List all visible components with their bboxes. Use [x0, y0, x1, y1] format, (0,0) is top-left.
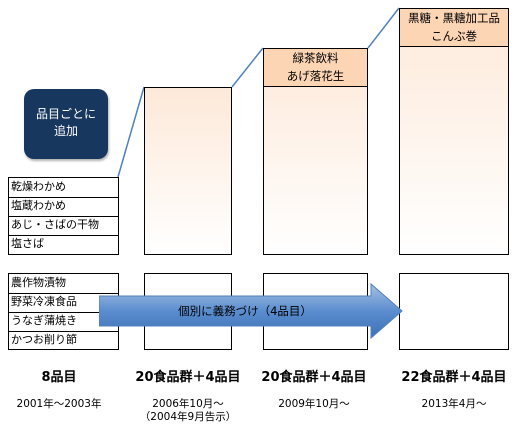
- column-label: 22食品群＋4品目: [401, 370, 507, 385]
- added-item: 緑茶飲料: [292, 51, 339, 65]
- list-item: あじ・さばの干物: [9, 216, 118, 236]
- connector-line-3: [367, 7, 400, 49]
- added-items-2013: 黒糖・黒糖加工品 こんぶ巻: [400, 9, 508, 47]
- list-item: うなぎ蒲焼き: [9, 312, 118, 332]
- item-list-1: 乾燥わかめ 塩蔵わかめ あじ・さばの干物 塩さば: [8, 177, 119, 255]
- column-date: 2006年10月～: [152, 398, 224, 410]
- column-date-note: （2004年9月告示）: [139, 411, 237, 423]
- list-item: かつお削り節: [11, 333, 77, 346]
- connector-line-1: [117, 86, 145, 178]
- column-date: 2013年4月～: [421, 398, 487, 410]
- item-box-2013: [399, 273, 509, 350]
- mandate-arrow: [99, 282, 403, 340]
- food-group-box-2006: [144, 87, 232, 255]
- list-item: 乾燥わかめ: [9, 178, 118, 198]
- callout-box: 品目ごとに 追加: [24, 89, 108, 159]
- list-item: 野菜冷凍食品: [9, 293, 118, 313]
- column-label: 20食品群＋4品目: [261, 370, 367, 385]
- column-date: 2001年～2003年: [16, 398, 102, 410]
- column-label: 20食品群＋4品目: [135, 370, 241, 385]
- added-item: こんぶ巻: [431, 29, 477, 43]
- added-items-2009: 緑茶飲料 あげ落花生: [264, 49, 367, 87]
- food-group-box-2013: [399, 8, 509, 255]
- column-date: 2009年10月～: [278, 398, 350, 410]
- column-label: 8品目: [41, 370, 77, 385]
- added-item: 黒糖・黒糖加工品: [408, 11, 500, 25]
- callout-line2: 追加: [53, 124, 78, 138]
- list-item: 塩蔵わかめ: [9, 197, 118, 217]
- arrow-label: 個別に義務づけ（4品目）: [178, 304, 312, 318]
- connector-line-2: [231, 47, 264, 88]
- list-item: 農作物漬物: [9, 274, 118, 294]
- added-item: あげ落花生: [286, 69, 345, 83]
- callout-line1: 品目ごとに: [35, 107, 96, 121]
- list-item: 塩さば: [11, 237, 44, 250]
